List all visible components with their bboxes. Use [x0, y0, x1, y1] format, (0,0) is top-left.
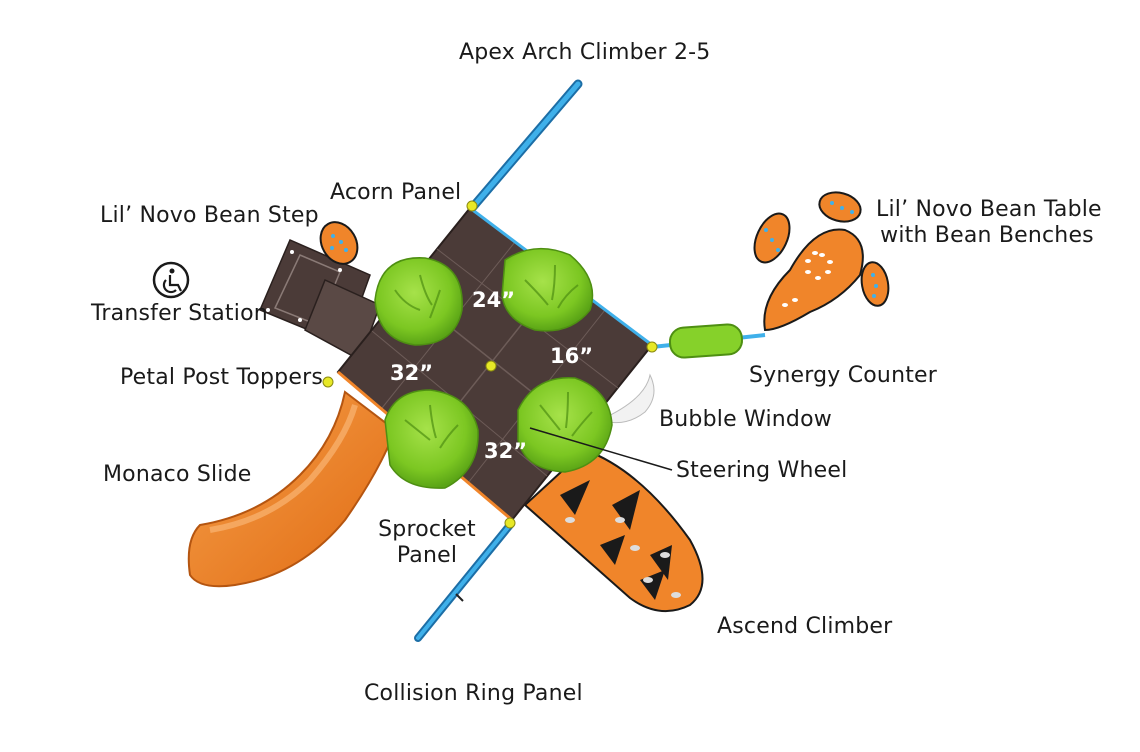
- label-sprocket-panel-line1: Sprocket: [378, 517, 476, 542]
- steering-wheel-pointer: [529, 427, 673, 471]
- label-bean-table: Lil’ Novo Bean Table with Bean Benches: [876, 197, 1102, 250]
- label-monaco-slide: Monaco Slide: [103, 462, 252, 487]
- label-synergy-counter: Synergy Counter: [749, 363, 938, 388]
- petal-post-toppers: [374, 247, 613, 489]
- label-bean-step: Lil’ Novo Bean Step: [100, 203, 319, 228]
- deck-height-right: 16”: [550, 344, 593, 368]
- monaco-slide: [187, 390, 397, 588]
- label-acorn-panel: Acorn Panel: [330, 180, 462, 205]
- deck-height-left: 32”: [390, 361, 433, 385]
- label-petal-post-toppers: Petal Post Toppers: [120, 365, 323, 390]
- accessibility-icon: [152, 261, 190, 299]
- label-bubble-window: Bubble Window: [659, 407, 832, 432]
- transfer-station: [259, 239, 381, 362]
- apex-arch-climber: [467, 79, 583, 213]
- label-ascend-climber: Ascend Climber: [717, 614, 893, 639]
- bubble-window: [598, 373, 655, 424]
- label-apex-arch-climber: Apex Arch Climber 2-5: [459, 40, 711, 65]
- label-transfer-station: Transfer Station: [91, 301, 268, 326]
- bean-step: [319, 221, 359, 265]
- label-sprocket-panel: Sprocket Panel: [374, 517, 480, 570]
- collision-ring-panel: [414, 521, 514, 642]
- deck-height-top: 24”: [472, 288, 515, 312]
- label-steering-wheel: Steering Wheel: [676, 458, 848, 483]
- bean-table: [753, 191, 890, 332]
- deck-height-bottom: 32”: [484, 439, 527, 463]
- label-bean-table-line1: Lil’ Novo Bean Table: [876, 197, 1102, 222]
- label-bean-table-line2: with Bean Benches: [880, 223, 1094, 249]
- ascend-climber: [523, 448, 704, 613]
- label-collision-ring-panel: Collision Ring Panel: [364, 681, 583, 706]
- label-sprocket-panel-line2: Panel: [396, 543, 458, 569]
- post-caps: [322, 200, 658, 529]
- synergy-counter: [651, 323, 766, 359]
